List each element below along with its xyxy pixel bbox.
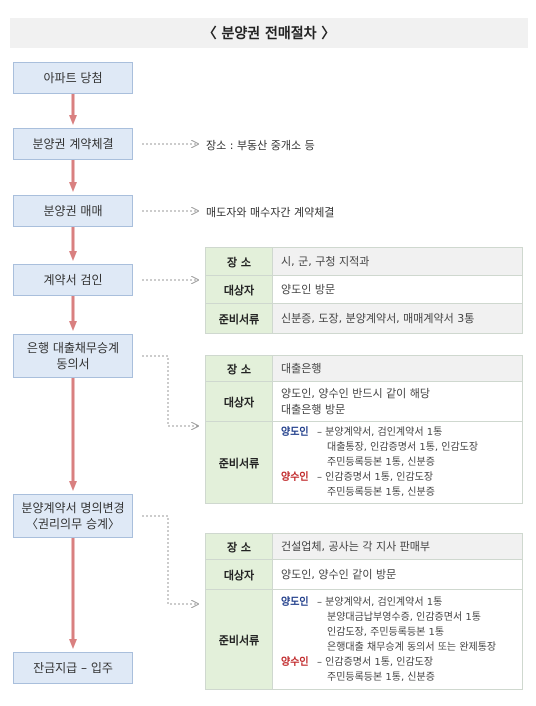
bank-buyer-line: – 인감증명서 1통, 인감도장 bbox=[317, 472, 434, 483]
bank-seller-label: 양도인 bbox=[281, 427, 309, 438]
step-contract-inspection: 계약서 검인 bbox=[13, 264, 133, 296]
bank-target-value: 양도인, 양수인 반드시 같이 해당 대출은행 방문 bbox=[272, 381, 523, 422]
transfer-seller-docs: 양도인 – 분양계약서, 검인계약서 1통 분양대금납부영수증, 인감증면서 1… bbox=[281, 595, 514, 655]
bank-seller-line: 주민등록등본 1통, 신분증 bbox=[327, 457, 435, 468]
trade-note: 매도자와 매수자간 계약체결 bbox=[206, 206, 335, 219]
connector-transfer-table bbox=[142, 515, 198, 604]
transfer-place-label: 장 소 bbox=[205, 533, 273, 560]
transfer-seller-label: 양도인 bbox=[281, 596, 309, 608]
inspection-place-value: 시, 군, 구청 지적과 bbox=[272, 247, 523, 276]
transfer-seller-line: – 분양계약서, 검인계약서 1통 bbox=[317, 596, 443, 608]
inspection-info-table: 장 소 시, 군, 구청 지적과 대상자 양도인 방문 준비서류 신분증, 도장… bbox=[205, 247, 523, 334]
bank-docs-label: 준비서류 bbox=[205, 421, 273, 504]
transfer-docs-label: 준비서류 bbox=[205, 589, 273, 690]
step-apartment-win: 아파트 당첨 bbox=[13, 62, 133, 94]
page-title: 〈 분양권 전매절차 〉 bbox=[10, 18, 528, 48]
transfer-seller-line: 분양대금납부영수증, 인감증면서 1통 bbox=[327, 611, 481, 623]
step-name-change: 분양계약서 명의변경 〈권리의무 승계〉 bbox=[13, 494, 133, 538]
transfer-target-label: 대상자 bbox=[205, 559, 273, 590]
inspection-place-label: 장 소 bbox=[205, 247, 273, 276]
bank-buyer-docs: 양수인 – 인감증명서 1통, 인감도장 주민등록등본 1통, 신분증 bbox=[281, 470, 514, 500]
bank-target-line-1: 양도인, 양수인 반드시 같이 해당 bbox=[281, 386, 431, 400]
transfer-place-value: 건설업체, 공사는 각 지사 판매부 bbox=[272, 533, 523, 560]
step-bank-loan-consent: 은행 대출채무승계 동의서 bbox=[13, 334, 133, 378]
transfer-docs-value: 양도인 – 분양계약서, 검인계약서 1통 분양대금납부영수증, 인감증면서 1… bbox=[272, 589, 523, 690]
contract-place-note: 장소 : 부동산 중개소 등 bbox=[206, 139, 315, 152]
step-final-payment: 잔금지급 – 입주 bbox=[13, 652, 133, 684]
inspection-docs-value: 신분증, 도장, 분양계약서, 매매계약서 3통 bbox=[272, 303, 523, 334]
bank-target-label: 대상자 bbox=[205, 381, 273, 422]
bank-seller-line: – 분양계약서, 검인계약서 1통 bbox=[317, 427, 443, 438]
transfer-target-value: 양도인, 양수인 같이 방문 bbox=[272, 559, 523, 590]
transfer-buyer-docs: 양수인 – 인감증명서 1통, 인감도장 주민등록등본 1통, 신분증 bbox=[281, 655, 514, 685]
step-rights-trade: 분양권 매매 bbox=[13, 195, 133, 227]
bank-buyer-label: 양수인 bbox=[281, 472, 309, 483]
bank-place-label: 장 소 bbox=[205, 355, 273, 382]
transfer-seller-line: 은행대출 채무승계 동의서 또는 완제통장 bbox=[327, 641, 497, 653]
transfer-buyer-label: 양수인 bbox=[281, 656, 309, 668]
inspection-target-value: 양도인 방문 bbox=[272, 275, 523, 304]
inspection-target-label: 대상자 bbox=[205, 275, 273, 304]
transfer-info-table: 장 소 건설업체, 공사는 각 지사 판매부 대상자 양도인, 양수인 같이 방… bbox=[205, 533, 523, 690]
step-contract-signing: 분양권 계약체결 bbox=[13, 128, 133, 160]
bank-seller-docs: 양도인 – 분양계약서, 검인계약서 1통 대출통장, 인감증명서 1통, 인감… bbox=[281, 425, 514, 470]
bank-place-value: 대출은행 bbox=[272, 355, 523, 382]
bank-target-line-2: 대출은행 방문 bbox=[281, 402, 346, 416]
bank-seller-line: 대출통장, 인감증명서 1통, 인감도장 bbox=[327, 442, 479, 453]
transfer-buyer-line: – 인감증명서 1통, 인감도장 bbox=[317, 656, 434, 668]
connector-bank-table bbox=[142, 355, 198, 426]
bank-buyer-line: 주민등록등본 1통, 신분증 bbox=[327, 487, 435, 498]
inspection-docs-label: 준비서류 bbox=[205, 303, 273, 334]
transfer-buyer-line: 주민등록등본 1통, 신분증 bbox=[327, 671, 435, 683]
bank-info-table: 장 소 대출은행 대상자 양도인, 양수인 반드시 같이 해당 대출은행 방문 … bbox=[205, 355, 523, 504]
bank-docs-value: 양도인 – 분양계약서, 검인계약서 1통 대출통장, 인감증명서 1통, 인감… bbox=[272, 421, 523, 504]
transfer-seller-line: 인감도장, 주민등록등본 1통 bbox=[327, 626, 445, 638]
